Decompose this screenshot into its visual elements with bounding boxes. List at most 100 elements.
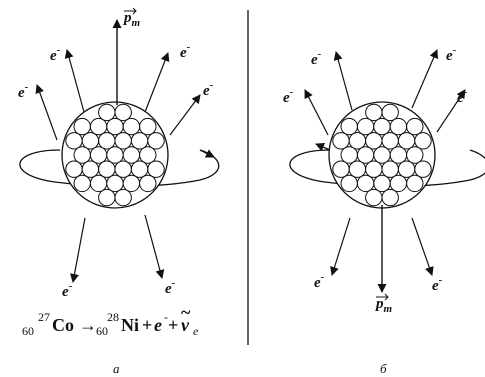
nucleon-a xyxy=(89,146,108,164)
eq-electron-charge: - xyxy=(164,310,168,324)
nucleon-a xyxy=(89,117,108,136)
rotation-arrow-a xyxy=(199,149,215,158)
electron-label-a2: e- xyxy=(50,44,61,64)
nucleon-a xyxy=(114,160,132,178)
nucleon-a xyxy=(122,146,141,164)
eq-neutrino: ν xyxy=(181,315,190,335)
nucleon-a xyxy=(147,132,165,150)
nucleon-b xyxy=(406,117,424,136)
nucleus-a xyxy=(61,101,169,209)
electron-label-b1: e- xyxy=(283,86,294,106)
nucleon-a xyxy=(106,174,124,193)
nucleon-b xyxy=(365,103,383,122)
nucleon-a xyxy=(106,146,124,164)
electron-arrow-a5 xyxy=(70,217,86,283)
electron-label-b4: e- xyxy=(457,86,468,106)
nucleon-a xyxy=(114,188,132,207)
electron-arrow-b1 xyxy=(304,89,329,136)
nucleon-b xyxy=(365,160,383,178)
electron-label-a6: e- xyxy=(165,277,176,297)
nucleon-a xyxy=(139,174,157,193)
moment-label-b: pm xyxy=(374,296,393,315)
electron-label-b6: e- xyxy=(432,274,443,294)
electron-arrow-a3 xyxy=(144,52,170,113)
nucleon-b xyxy=(381,103,399,122)
nucleon-b xyxy=(389,146,408,164)
nucleon-a xyxy=(114,103,132,122)
nucleon-b xyxy=(356,174,375,193)
eq-electron: e xyxy=(154,315,162,335)
nucleon-b xyxy=(340,146,358,164)
electron-label-b2: e- xyxy=(311,48,322,68)
eq-arrow: → xyxy=(79,315,97,335)
nucleon-b xyxy=(373,174,391,193)
eq-mass-co: 60 xyxy=(22,324,34,338)
electron-arrow-b5 xyxy=(330,217,351,276)
nucleon-a xyxy=(81,132,100,150)
eq-element-ni: Ni xyxy=(121,315,139,335)
nucleon-b xyxy=(381,188,399,207)
nucleus-b xyxy=(328,101,436,209)
panel-b: pm e- e- e- e- e- e- б xyxy=(283,44,485,376)
nucleon-b xyxy=(397,132,416,150)
nucleon-b xyxy=(348,132,367,150)
nucleon-a xyxy=(73,117,91,136)
nucleon-a xyxy=(122,174,141,193)
nucleon-a xyxy=(98,188,116,207)
electron-arrow-a1 xyxy=(35,84,58,141)
nucleon-a xyxy=(130,160,149,178)
eq-mass-ni: 60 xyxy=(96,324,108,338)
nucleon-b xyxy=(365,132,383,150)
nucleon-a xyxy=(98,103,116,122)
nucleon-a xyxy=(106,117,124,136)
nucleon-a xyxy=(147,160,165,178)
nucleon-b xyxy=(340,174,358,193)
moment-label-a: pm xyxy=(122,10,141,29)
eq-element-co: Co xyxy=(52,315,74,335)
eq-neutrino-sub: e xyxy=(193,324,199,338)
nucleon-a xyxy=(73,174,91,193)
rotation-arrow-b xyxy=(315,143,331,152)
electron-label-b5: e- xyxy=(314,271,325,291)
nucleon-b xyxy=(356,117,375,136)
decay-equation: 60 27 Co → 60 28 Ni + e - + ν ~ e xyxy=(22,302,199,338)
electron-arrow-a4 xyxy=(169,94,201,136)
electron-label-a3: e- xyxy=(180,41,191,61)
electron-arrow-b6 xyxy=(411,217,434,276)
nucleon-a xyxy=(130,132,149,150)
nucleon-b xyxy=(356,146,375,164)
nucleon-b xyxy=(414,160,432,178)
electron-arrow-b4 xyxy=(436,89,466,133)
nucleon-b xyxy=(406,174,424,193)
electron-label-a4: e- xyxy=(203,79,214,99)
nucleon-b xyxy=(406,146,424,164)
nucleon-a xyxy=(122,117,141,136)
caption-a: а xyxy=(113,361,120,376)
eq-charge-co: 27 xyxy=(38,310,50,324)
eq-neutrino-tilde: ~ xyxy=(181,302,191,322)
electron-label-a1: e- xyxy=(18,81,29,101)
moment-vector-mark-a xyxy=(124,7,137,15)
nucleon-b xyxy=(397,160,416,178)
nucleon-b xyxy=(348,160,367,178)
nucleon-a xyxy=(89,174,108,193)
eq-plus-1: + xyxy=(142,315,152,335)
electron-arrow-b3 xyxy=(411,49,438,109)
nucleon-a xyxy=(65,160,83,178)
nucleon-b xyxy=(381,160,399,178)
electron-arrow-a2 xyxy=(64,49,85,113)
nucleon-a xyxy=(81,160,100,178)
nucleon-b xyxy=(365,188,383,207)
nucleon-b xyxy=(373,117,391,136)
nucleon-a xyxy=(114,132,132,150)
caption-b: б xyxy=(380,361,387,376)
nucleon-b xyxy=(332,160,350,178)
nucleon-a xyxy=(98,132,116,150)
nucleon-a xyxy=(65,132,83,150)
nucleon-b xyxy=(389,174,408,193)
panel-a: pm e- e- e- e- e- e- 60 27 Co → 60 28 Ni… xyxy=(18,7,220,376)
electron-arrow-b2 xyxy=(333,51,353,111)
nucleon-a xyxy=(98,160,116,178)
nucleon-b xyxy=(332,132,350,150)
